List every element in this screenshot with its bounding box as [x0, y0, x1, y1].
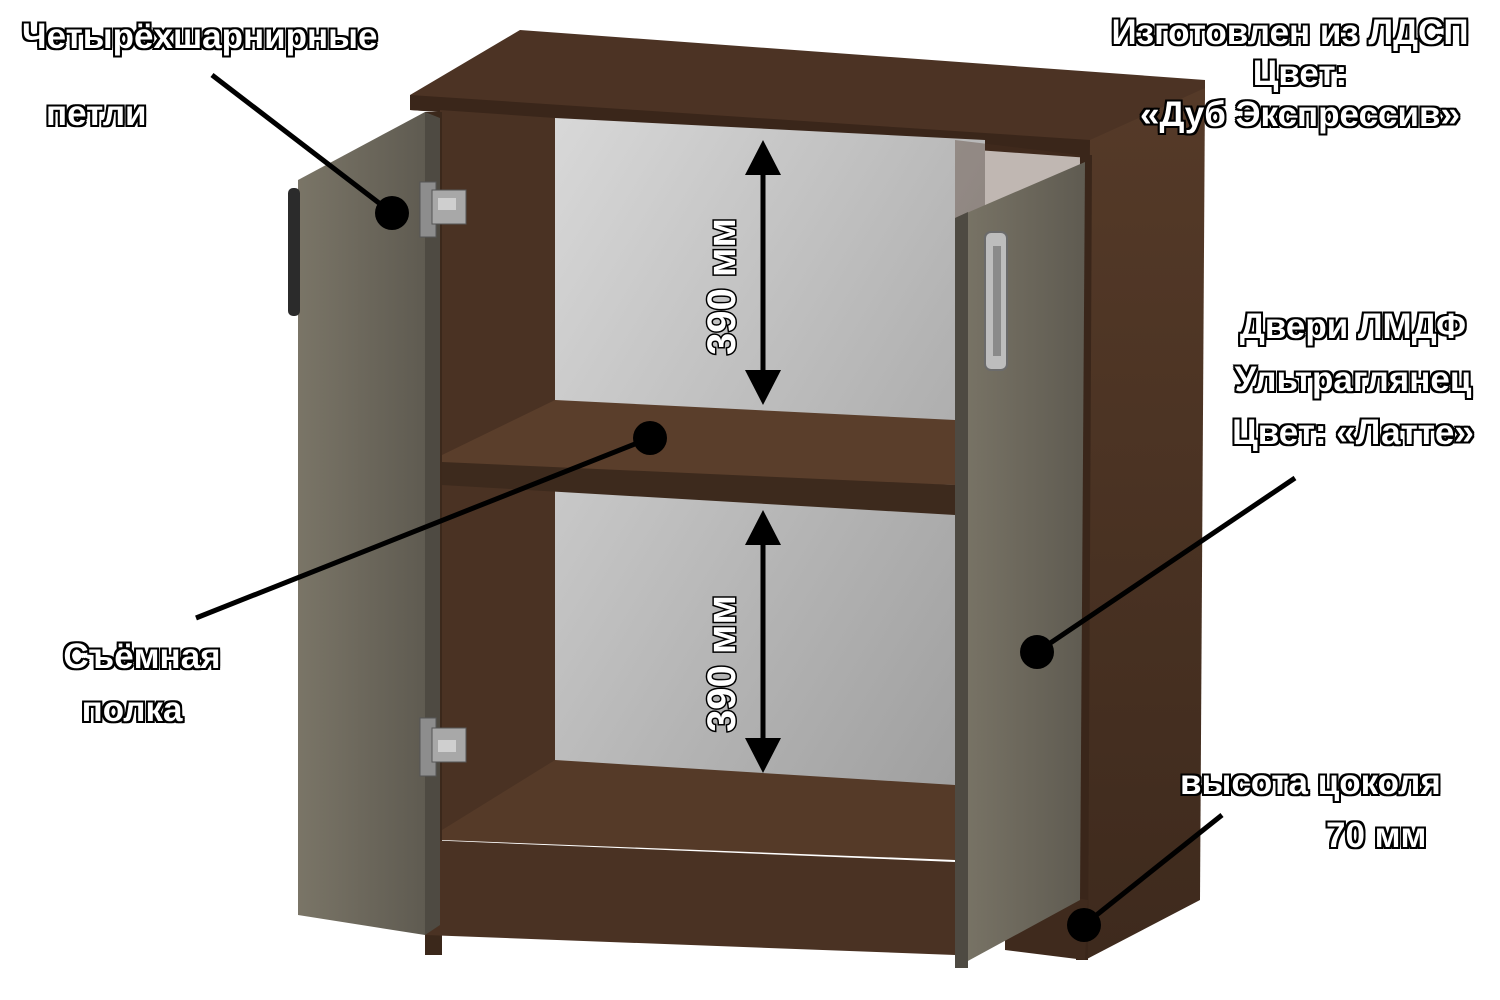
right-side-panel: [1085, 88, 1205, 960]
label-material-line-2: Цвет:: [1252, 53, 1348, 94]
dimension-arrow-upper: [745, 140, 781, 405]
label-plinth-line-1: высота цоколя: [1179, 762, 1441, 803]
label-material-line-1: Изготовлен из ЛДСП: [1111, 12, 1470, 53]
dimension-arrow-lower: [745, 510, 781, 773]
bottom-shelf: [442, 760, 955, 860]
dimension-upper-label: 390 мм: [700, 218, 744, 355]
label-shelf-line-1: Съёмная: [63, 636, 222, 677]
label-hinges-line-1: Четырёхшарнирные: [21, 16, 378, 57]
label-shelf-line-2: полка: [81, 689, 183, 730]
label-doors-line-1: Двери ЛМДФ: [1239, 306, 1467, 347]
plinth: [425, 840, 955, 955]
dimension-lower-label: 390 мм: [700, 595, 744, 732]
label-material: Изготовлен из ЛДСП Цвет: «Дуб Экспрессив…: [1090, 12, 1490, 135]
top-panel: [410, 30, 1205, 155]
callout-hinges: [210, 73, 409, 230]
label-hinges-line-2: петли: [45, 93, 147, 134]
shelf-front-edge: [442, 462, 955, 515]
label-shelf: Съёмная полка: [42, 636, 242, 730]
label-doors: Двери ЛМДФ Ультраглянец Цвет: «Латте»: [1218, 306, 1488, 453]
callout-plinth: [1067, 813, 1224, 942]
hinge-bottom: [419, 717, 467, 777]
right-door-handle: [984, 231, 1008, 371]
label-plinth: высота цоколя 70 мм: [1179, 762, 1441, 856]
left-door-handle: [288, 188, 300, 316]
left-door: [298, 112, 425, 935]
right-door: [955, 162, 1085, 968]
label-doors-line-3: Цвет: «Латте»: [1231, 412, 1474, 453]
hinge-top: [419, 181, 467, 238]
right-door-edge: [955, 212, 968, 968]
label-plinth-line-2: 70 мм: [1325, 815, 1427, 856]
label-material-line-3: «Дуб Экспрессив»: [1139, 94, 1461, 135]
callout-doors: [1020, 475, 1297, 669]
label-hinges: Четырёхшарнирные петли: [21, 16, 378, 134]
label-doors-line-2: Ультраглянец: [1234, 359, 1472, 400]
callout-shelf: [195, 421, 667, 621]
shelf-top: [442, 400, 955, 485]
